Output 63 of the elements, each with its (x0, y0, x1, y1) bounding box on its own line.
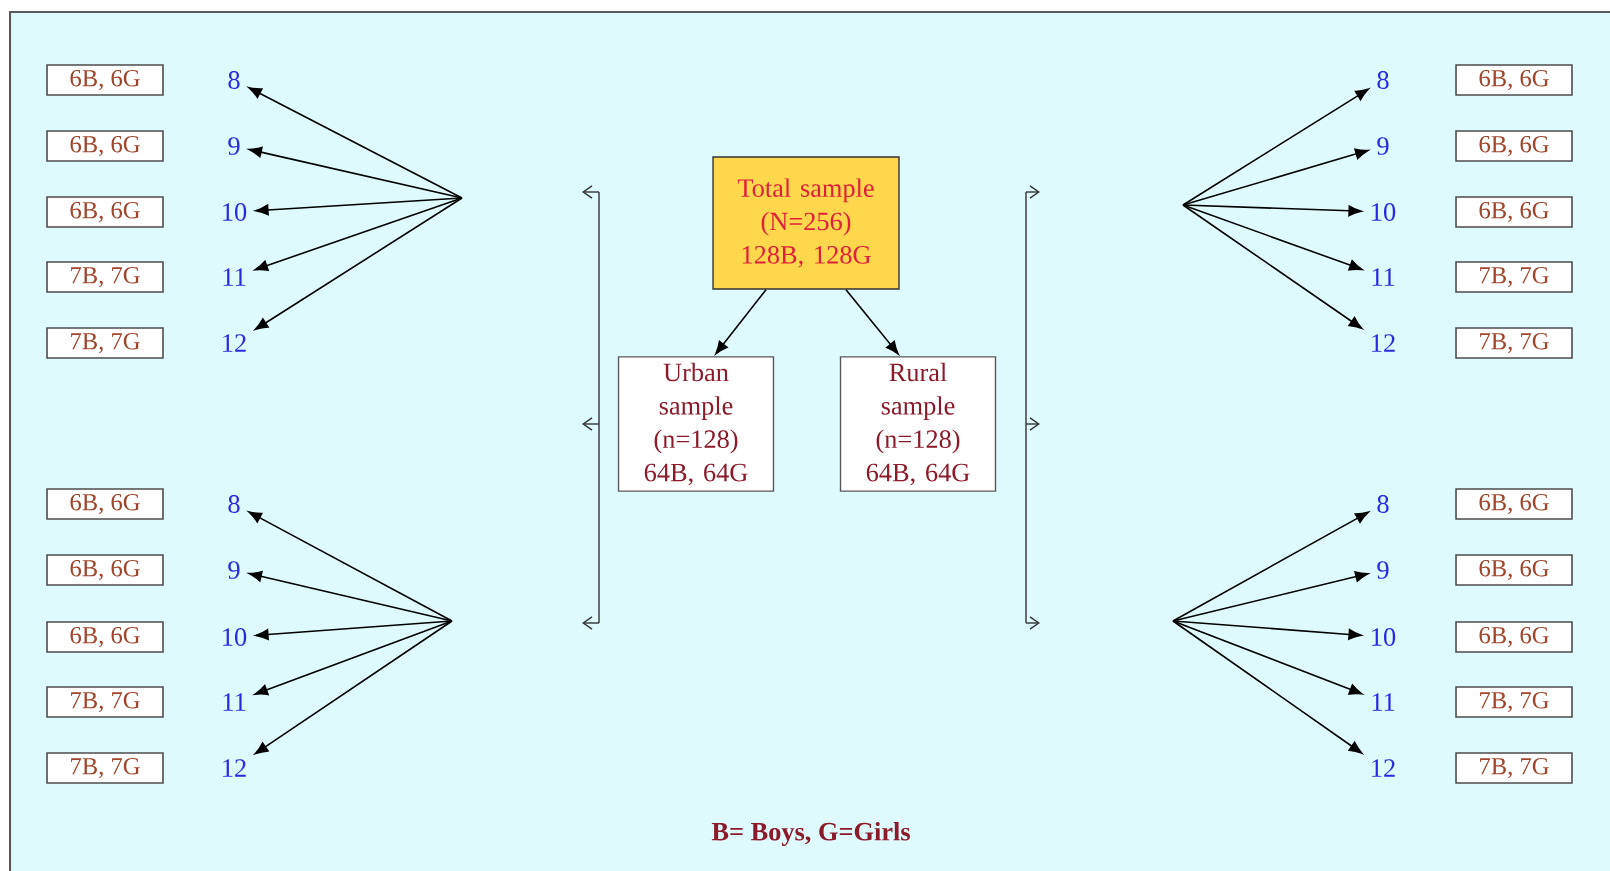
count-box: 6B, 6G (1455, 488, 1573, 520)
grade-label: 11 (223, 693, 246, 711)
grade-label: 8 (1377, 71, 1389, 89)
grade-label: 12 (223, 334, 246, 352)
grade-label: 10 (223, 203, 247, 221)
arrow (255, 620, 453, 641)
count-box: 7B, 7G (46, 686, 164, 718)
grade-label: 8 (1377, 495, 1389, 513)
arrow (254, 197, 463, 271)
count-box: 7B, 7G (1455, 327, 1573, 359)
count-box: 6B, 6G (46, 621, 164, 653)
arrow (1172, 620, 1363, 695)
count-box: 7B, 7G (46, 327, 164, 359)
arrow (715, 288, 767, 355)
arrow (1182, 204, 1363, 330)
grade-label: 12 (223, 759, 246, 777)
arrow (1182, 88, 1369, 206)
grade-label: 9 (1377, 561, 1389, 579)
arrow (248, 86, 463, 199)
count-box: 7B, 7G (1455, 261, 1573, 293)
count-box: 7B, 7G (46, 261, 164, 293)
grade-label: 12 (1372, 759, 1395, 777)
arrow (254, 620, 453, 755)
count-box: 6B, 6G (1455, 621, 1573, 653)
count-box: 6B, 6G (1455, 196, 1573, 228)
count-box: 6B, 6G (46, 554, 164, 586)
count-box: 6B, 6G (46, 64, 164, 96)
arrow (845, 288, 899, 355)
grade-label: 8 (228, 495, 240, 513)
count-box: 7B, 7G (1455, 752, 1573, 784)
count-box: 6B, 6G (46, 488, 164, 520)
arrow (1172, 511, 1369, 622)
arrow (254, 620, 453, 696)
arrow (1172, 620, 1363, 754)
arrow (255, 197, 463, 216)
grade-label: 10 (1372, 628, 1396, 646)
grade-label: 9 (1377, 137, 1389, 155)
grade-label: 9 (228, 561, 240, 579)
count-box: 6B, 6G (1455, 64, 1573, 96)
grade-label: 11 (1372, 268, 1395, 286)
count-box: 6B, 6G (46, 130, 164, 162)
arrow (1182, 204, 1363, 271)
grade-label: 10 (1372, 203, 1396, 221)
count-box: 7B, 7G (46, 752, 164, 784)
arrow (1182, 148, 1369, 206)
count-box: 6B, 6G (1455, 554, 1573, 586)
grade-label: 12 (1372, 334, 1395, 352)
grade-label: 11 (223, 268, 246, 286)
count-box: 6B, 6G (1455, 130, 1573, 162)
grade-label: 9 (228, 137, 240, 155)
sample-box: Urban sample (n=128) 64B, 64G (617, 356, 775, 492)
grade-label: 11 (1372, 693, 1395, 711)
arrow (254, 197, 463, 331)
grade-label: 10 (223, 628, 247, 646)
arrow (1172, 620, 1362, 640)
count-box: 7B, 7G (1455, 686, 1573, 718)
sample-box: Rural sample (n=128) 64B, 64G (839, 356, 997, 492)
grade-label: 8 (228, 71, 240, 89)
legend-note: B= Boys, G=Girls (711, 822, 910, 846)
arrow (1182, 204, 1362, 217)
count-box: 6B, 6G (46, 196, 164, 228)
arrow (248, 511, 453, 622)
sample-box: Total sample (N=256) 128B, 128G (712, 156, 900, 290)
